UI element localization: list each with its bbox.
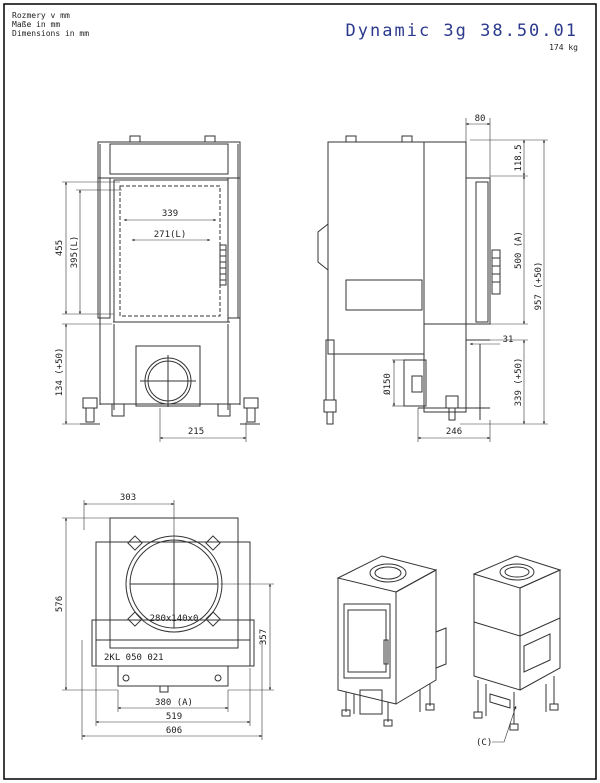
header: Rozmery v mm Maße in mm Dimensions in mm… [12,11,578,52]
dim-271-l: 271(L) [154,230,187,240]
dim-519: 519 [166,712,182,722]
side-dimensions [392,118,548,442]
dim-339: 339 [162,209,178,219]
front-dimensions [62,181,247,442]
dim-500-a: 500 (A) [514,231,524,269]
dim-134: 134 (+50) [55,348,65,397]
dim-339-50: 339 (+50) [514,358,524,407]
iso-view-front [336,555,447,727]
iso-view-back [472,555,562,731]
serial-label: 2KL 050 021 [104,653,164,663]
units-line-de: Maße in mm [12,20,60,29]
model-title: Dynamic 3g 38.50.01 [346,21,578,41]
dim-606: 606 [166,726,182,736]
front-view [80,135,260,425]
dim-395-l: 395(L) [70,236,80,269]
dim-957: 957 (+50) [534,262,544,311]
weight-label: 174 kg [549,43,578,52]
dim-80: 80 [475,114,486,124]
top-dimensions [62,500,274,740]
dim-380-a: 380 (A) [155,698,193,708]
units-line-en: Dimensions in mm [12,29,89,38]
dim-303: 303 [120,493,136,503]
dim-246: 246 [446,427,462,437]
side-view [317,135,501,425]
sheet-border [3,3,597,780]
units-line-cz: Rozmery v mm [12,11,70,20]
plate-label: 280x140x0 [150,614,199,624]
dim-215: 215 [188,427,204,437]
dim-31: 31 [503,335,514,345]
dim-576: 576 [55,596,65,612]
top-view [91,517,255,693]
dim-d150: Ø150 [382,373,393,395]
callout-leader [492,705,517,743]
callout-c: (C) [476,738,492,748]
dim-455: 455 [55,240,65,256]
dim-118-5: 118.5 [514,144,524,171]
dim-357: 357 [259,629,269,645]
